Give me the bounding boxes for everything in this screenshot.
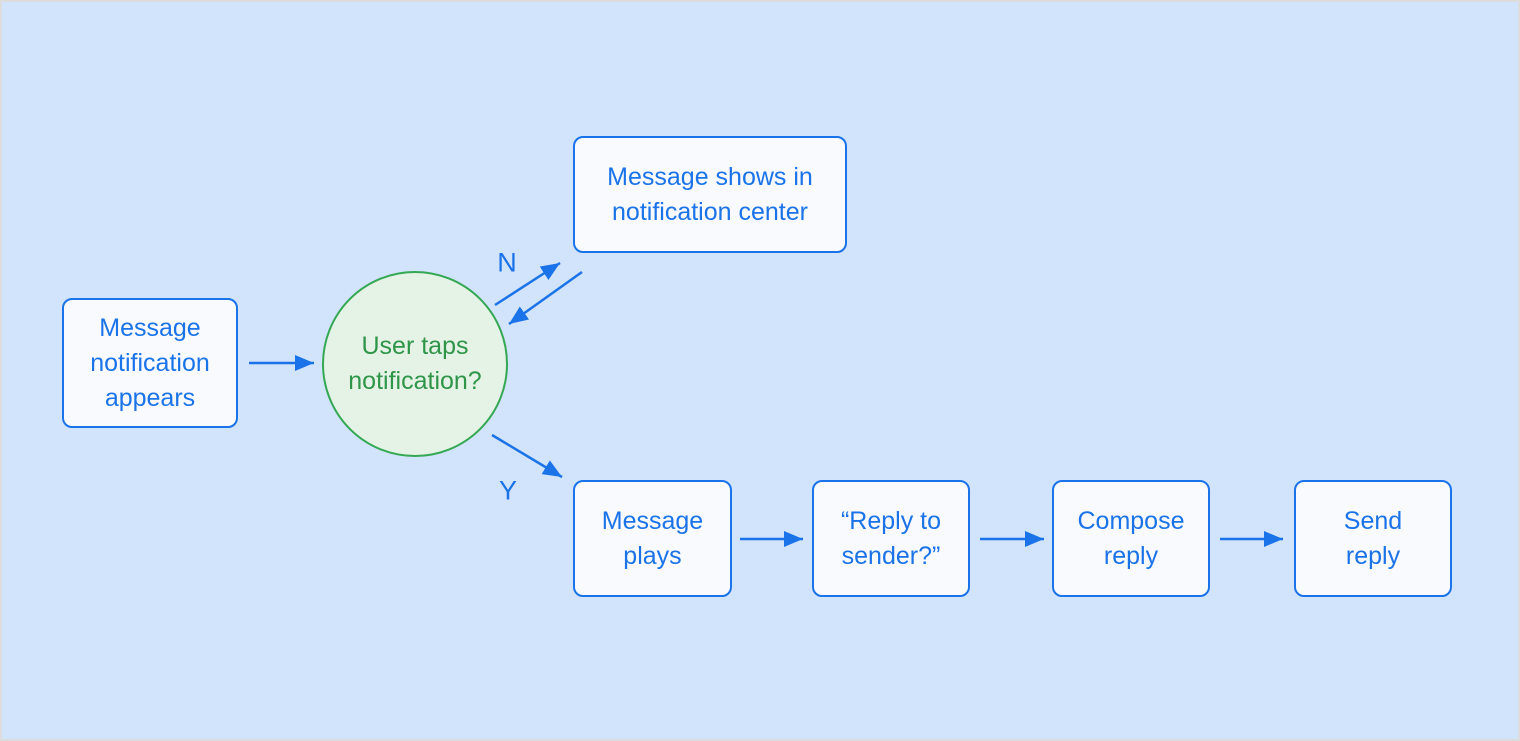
arrow-no-result-to-decision [508, 270, 583, 326]
node-compose-reply: Compose reply [1052, 480, 1210, 597]
node-label: User taps notification? [348, 332, 482, 395]
node-message-notification-appears: Message notification appears [62, 298, 238, 428]
node-send-reply: Send reply [1294, 480, 1452, 597]
node-label: Message plays [601, 506, 704, 570]
node-reply-to-sender-prompt: “Reply to sender?” [812, 480, 970, 597]
node-label: Message shows in notification center [607, 162, 813, 226]
edge-label-yes: Y [498, 475, 518, 506]
node-label: Send reply [1343, 506, 1403, 570]
node-label: “Reply to sender?” [840, 506, 942, 570]
node-label: Message notification appears [90, 313, 210, 412]
node-label: Compose reply [1077, 506, 1185, 570]
node-user-taps-notification-decision: User taps notification? [322, 271, 508, 457]
node-message-plays: Message plays [573, 480, 732, 597]
node-message-shows-in-notification-center: Message shows in notification center [573, 136, 847, 253]
edge-label-no: N [497, 247, 517, 278]
arrow-decision-to-message-plays [491, 433, 563, 479]
